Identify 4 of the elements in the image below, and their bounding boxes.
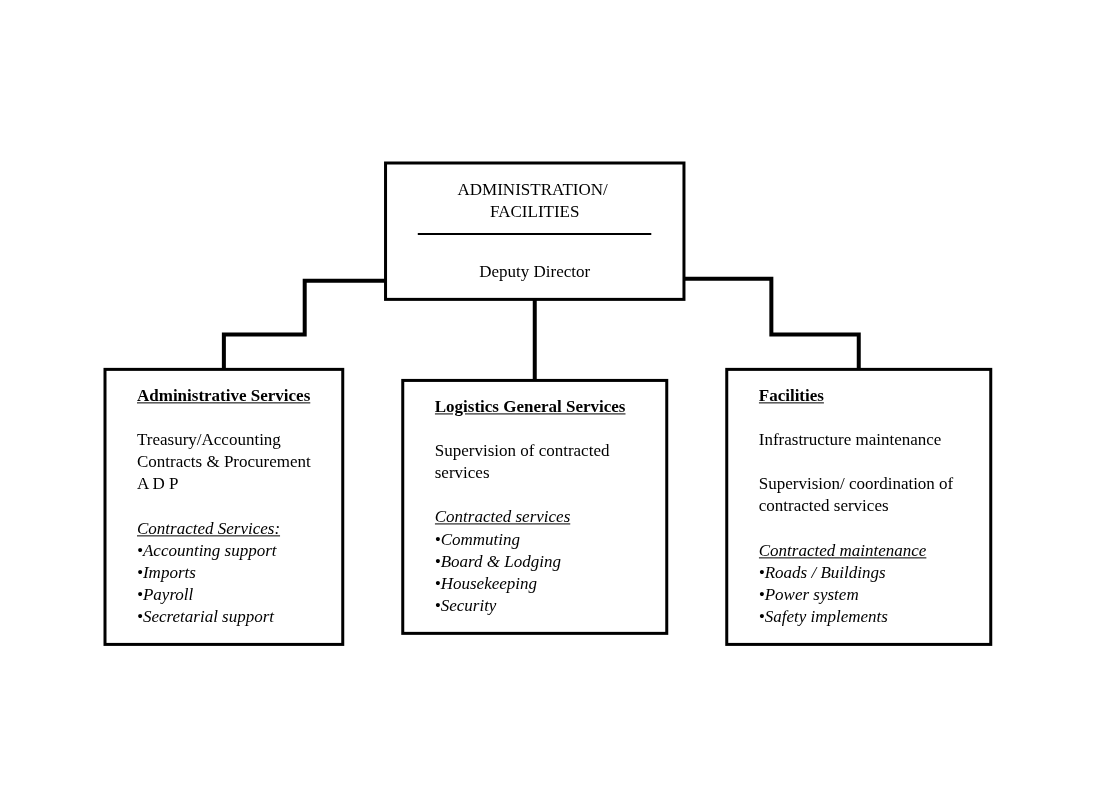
node-box: Logistics General Services Supervision of contracted services Contracted services •Commuting •Board & Lodging •Housekeeping •Security: [401, 379, 669, 636]
node-box: Administrative Services Treasury/Accounting Contracts & Procurement A D P Contracted Services: •Accounting support •Imports •Payroll •Secretarial support: [103, 368, 345, 647]
node-box: ADMINISTRATION/ FACILITIES Deputy Director: [384, 161, 686, 302]
node-box: Facilities Infrastructure maintenance Supervision/ coordination of contracted services Contracted maintenance •Roads / Buildings •Power system •Safety implements: [725, 368, 993, 647]
